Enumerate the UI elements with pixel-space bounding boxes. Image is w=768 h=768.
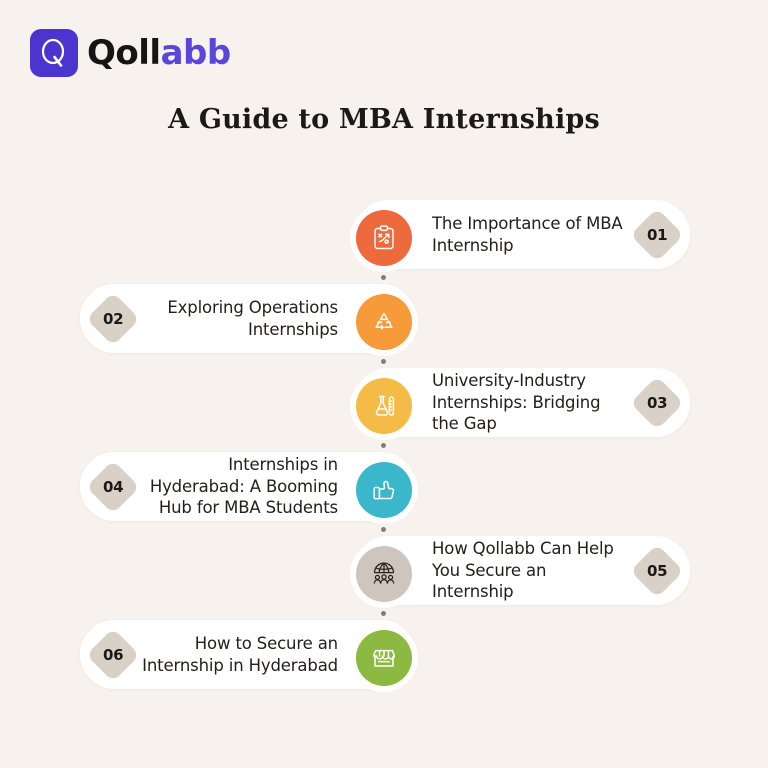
brand-wordmark-part1: Qoll (87, 33, 161, 73)
clipboard-strategy-icon (356, 210, 412, 266)
timeline-number-badge: 01 (630, 207, 684, 262)
storefront-icon (356, 630, 412, 686)
timeline-item-label: How to Secure an Internship in Hyderabad (142, 633, 338, 675)
timeline-number: 01 (646, 225, 668, 244)
timeline-item-label: The Importance of MBA Internship (432, 213, 623, 255)
lab-flask-icon (356, 378, 412, 434)
timeline-number: 05 (646, 561, 668, 580)
timeline-number: 03 (646, 393, 668, 412)
brand-wordmark: Qollabb (87, 36, 231, 70)
timeline-item-04[interactable]: 04 Internships in Hyderabad: A Booming H… (0, 448, 768, 532)
timeline-item-02[interactable]: 02 Exploring Operations Internships (0, 280, 768, 364)
timeline-item-label: How Qollabb Can Help You Secure an Inter… (432, 538, 614, 602)
timeline-number: 06 (102, 645, 124, 664)
page-title: A Guide to MBA Internships (168, 104, 600, 135)
timeline-item-05[interactable]: How Qollabb Can Help You Secure an Inter… (0, 532, 768, 616)
qollabb-q-logo-icon (30, 29, 78, 77)
globe-people-icon (356, 546, 412, 602)
timeline-item-label: Internships in Hyderabad: A Booming Hub … (149, 454, 338, 518)
timeline-item-01[interactable]: The Importance of MBA Internship 01 (0, 196, 768, 280)
recycle-icon (356, 294, 412, 350)
thumbs-up-icon (356, 462, 412, 518)
timeline-item-03[interactable]: University-Industry Internships: Bridgin… (0, 364, 768, 448)
timeline-number-badge: 03 (630, 375, 684, 430)
brand-wordmark-part2: abb (160, 33, 232, 73)
timeline-item-label: University-Industry Internships: Bridgin… (432, 370, 601, 434)
timeline-item-label: Exploring Operations Internships (167, 297, 338, 339)
timeline-number-badge: 05 (630, 543, 684, 598)
brand-logo[interactable]: Qollabb (30, 29, 231, 77)
timeline-list: The Importance of MBA Internship 01 02 E… (0, 196, 768, 716)
timeline-number: 04 (102, 477, 124, 496)
timeline-number: 02 (102, 309, 124, 328)
timeline-item-06[interactable]: 06 How to Secure an Internship in Hydera… (0, 616, 768, 700)
